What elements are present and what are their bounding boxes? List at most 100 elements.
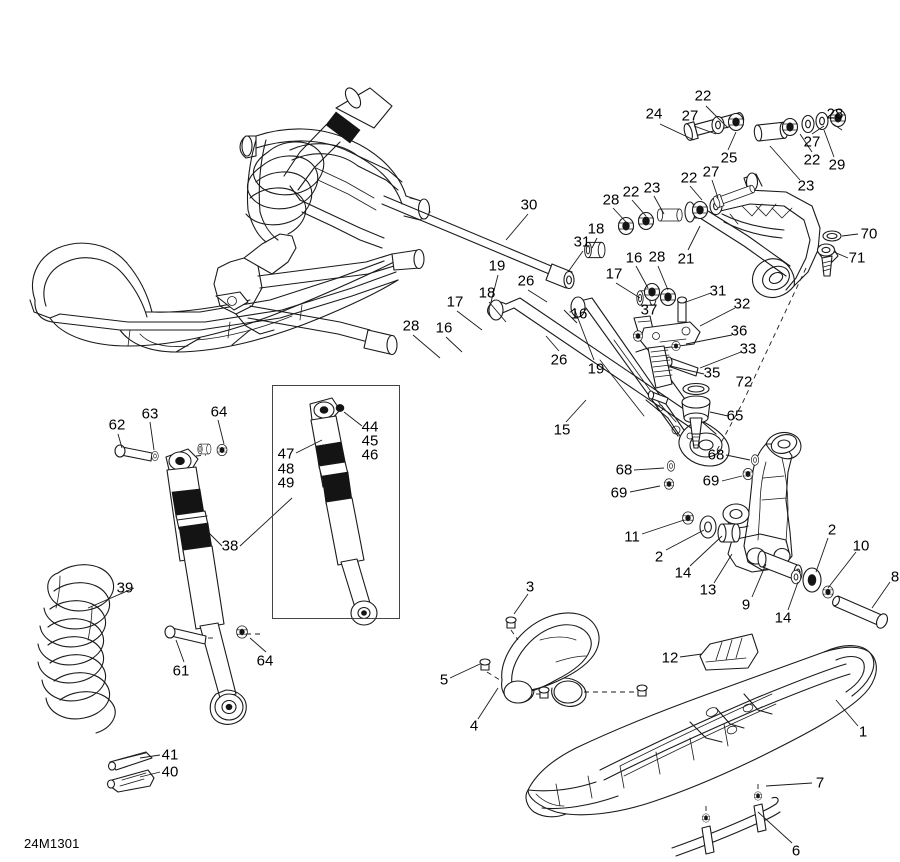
callout-23: 23 (643, 179, 661, 197)
callout-11: 11 (624, 528, 640, 546)
callout-27: 27 (803, 133, 821, 151)
callout-18: 18 (478, 284, 496, 302)
callout-4: 4 (469, 717, 479, 735)
callout-65: 65 (726, 407, 744, 425)
ski-runner-6 (671, 784, 781, 857)
callout-71: 71 (848, 249, 866, 267)
leader-lines (87, 105, 891, 844)
callout-8: 8 (890, 568, 900, 586)
callout-19: 19 (488, 257, 506, 275)
shock-absorber-inset (309, 397, 378, 626)
callout-47: 47 (277, 445, 295, 463)
callout-14: 14 (674, 564, 692, 582)
callout-10: 10 (852, 537, 870, 555)
callout-17: 17 (605, 265, 623, 283)
callout-29: 29 (828, 156, 846, 174)
callout-41: 41 (161, 746, 179, 764)
callout-46: 46 (361, 446, 379, 464)
callout-32: 32 (733, 295, 751, 313)
ski-saddle-12 (699, 633, 759, 671)
hardware-68-69-left (664, 460, 676, 490)
callout-69: 69 (610, 484, 628, 502)
callout-3: 3 (525, 578, 535, 596)
callout-27: 27 (681, 107, 699, 125)
callout-12: 12 (661, 649, 679, 667)
callout-25: 25 (720, 149, 738, 167)
callout-72: 72 (735, 373, 753, 391)
callout-28: 28 (826, 105, 844, 123)
callout-6: 6 (791, 842, 801, 860)
callout-7: 7 (815, 774, 825, 792)
callout-17: 17 (446, 293, 464, 311)
callout-21: 21 (677, 250, 695, 268)
callout-24: 24 (645, 105, 663, 123)
upper-control-arm-right (684, 172, 842, 299)
callout-9: 9 (741, 596, 751, 614)
callout-16: 16 (435, 319, 453, 337)
callout-40: 40 (161, 763, 179, 781)
callout-22: 22 (680, 169, 698, 187)
callout-2: 2 (827, 521, 837, 539)
callout-49: 49 (277, 474, 295, 492)
tie-rod-30 (381, 195, 575, 290)
callout-61: 61 (172, 662, 190, 680)
ski-1 (525, 645, 877, 818)
hardware-22-27-25 (691, 182, 757, 220)
callout-33: 33 (739, 340, 757, 358)
callout-13: 13 (699, 581, 717, 599)
callout-22: 22 (694, 87, 712, 105)
callout-26: 26 (517, 272, 535, 290)
lower-control-arm-15 (487, 296, 730, 467)
callout-62: 62 (108, 416, 126, 434)
coil-spring-39 (37, 564, 116, 734)
ball-joint-65 (681, 382, 711, 449)
callout-39: 39 (116, 579, 134, 597)
assembly-shock-spring (245, 87, 393, 235)
steering-arm-32 (633, 296, 701, 405)
callout-26: 26 (550, 351, 568, 369)
callout-31: 31 (573, 233, 591, 251)
callout-19: 19 (587, 360, 605, 378)
callout-30: 30 (520, 196, 538, 214)
callout-14: 14 (774, 609, 792, 627)
sheet-code: 24M1301 (24, 836, 80, 851)
shock-absorber-38 (165, 448, 247, 725)
callout-16: 16 (570, 305, 588, 323)
callout-37: 37 (640, 301, 658, 319)
hardware-11-2-14 (682, 511, 741, 543)
ski-wear-parts-40-41 (106, 751, 155, 793)
callout-44: 44 (361, 418, 379, 436)
ski-handle-loop (479, 612, 648, 707)
callout-48: 48 (277, 460, 295, 478)
callout-68: 68 (707, 446, 725, 464)
hardware-62-63-64-top (114, 443, 228, 462)
callout-63: 63 (141, 405, 159, 423)
callout-36: 36 (730, 322, 748, 340)
callout-23: 23 (797, 177, 815, 195)
hardware-61-64-bottom (164, 625, 262, 645)
front-suspension-assembly (29, 87, 431, 356)
callout-15: 15 (553, 421, 571, 439)
shock-detail-inset (272, 385, 400, 619)
callout-35: 35 (703, 364, 721, 382)
callout-16: 16 (625, 249, 643, 267)
callout-38: 38 (221, 537, 239, 555)
hardware-9-14-2-10-8 (757, 550, 889, 629)
callout-28: 28 (648, 248, 666, 266)
callout-64: 64 (210, 403, 228, 421)
callout-5: 5 (439, 671, 449, 689)
callout-22: 22 (803, 151, 821, 169)
hardware-midtop-row (617, 208, 683, 236)
callout-28: 28 (602, 191, 620, 209)
callout-22: 22 (622, 183, 640, 201)
callout-68: 68 (615, 461, 633, 479)
callout-2: 2 (654, 548, 664, 566)
hardware-68-69-right (742, 454, 760, 480)
callout-69: 69 (702, 472, 720, 490)
callout-28: 28 (402, 317, 420, 335)
callout-64: 64 (256, 652, 274, 670)
callout-1: 1 (858, 723, 868, 741)
callout-18: 18 (587, 220, 605, 238)
